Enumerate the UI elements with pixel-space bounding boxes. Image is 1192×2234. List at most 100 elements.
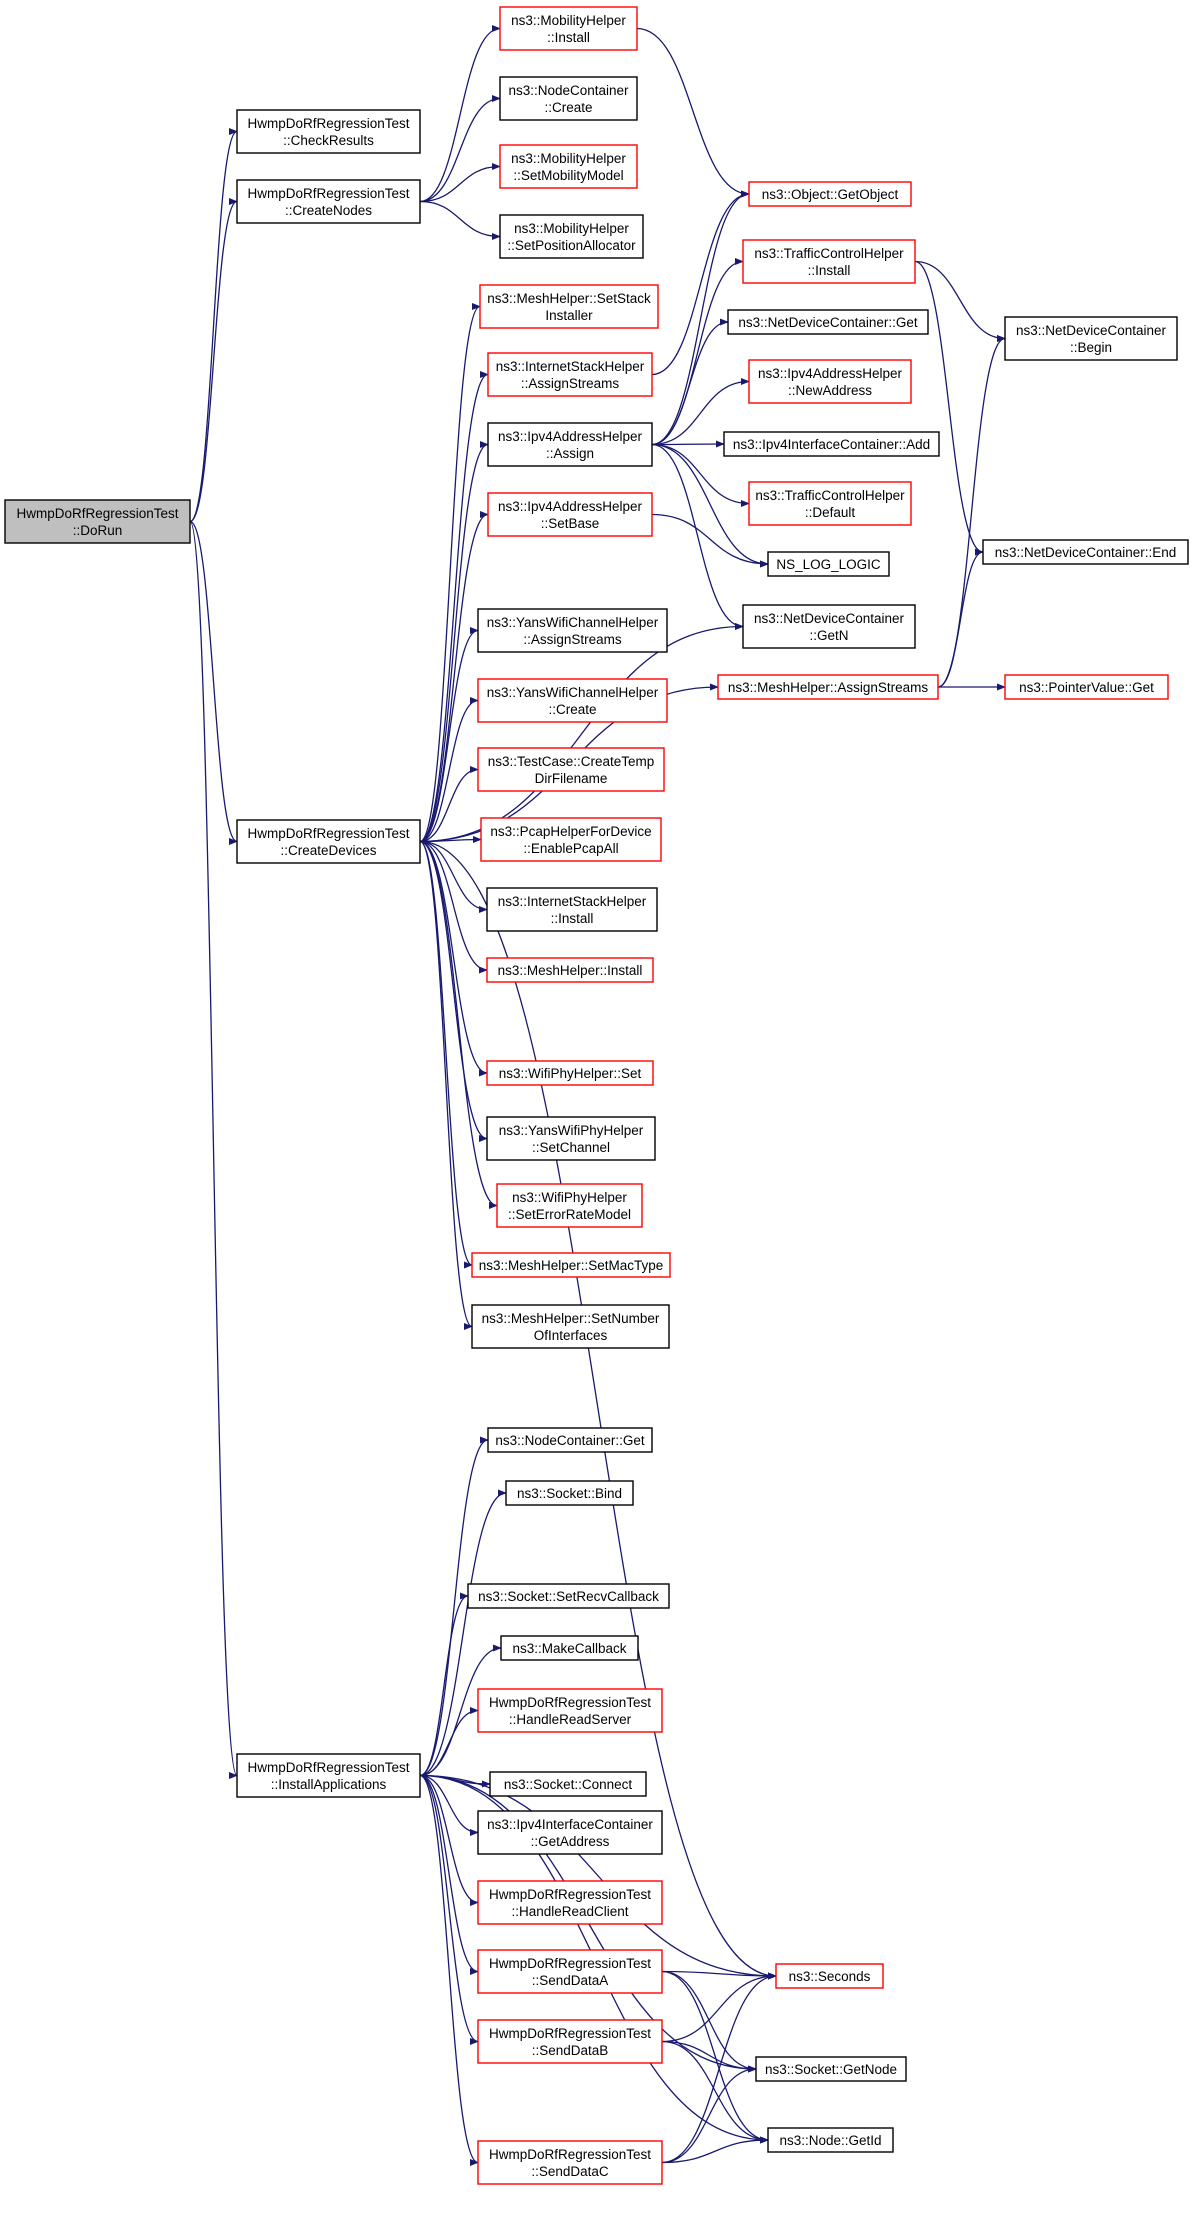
node-nodeGetId[interactable]: ns3::Node::GetId	[767, 2127, 894, 2153]
node-label: ns3::Seconds	[789, 1969, 871, 1984]
node-pcapEnable[interactable]: ns3::PcapHelperForDevice::EnablePcapAll	[480, 817, 662, 862]
node-ipv4NewAddr[interactable]: ns3::Ipv4AddressHelper::NewAddress	[748, 359, 912, 404]
node-sockSetRecv[interactable]: ns3::Socket::SetRecvCallback	[467, 1583, 670, 1609]
node-label: ns3::TrafficControlHelper	[755, 488, 905, 503]
node-label: ns3::Node::GetId	[779, 2133, 881, 2148]
node-label: ::Install	[551, 911, 594, 926]
node-box	[487, 422, 653, 467]
node-ndcGet[interactable]: ns3::NetDeviceContainer::Get	[727, 309, 929, 335]
node-sendDataA[interactable]: HwmpDoRfRegressionTest::SendDataA	[477, 1949, 663, 1994]
node-sockConnect[interactable]: ns3::Socket::Connect	[489, 1771, 647, 1797]
node-ndcGetN[interactable]: ns3::NetDeviceContainer::GetN	[742, 604, 916, 649]
node-box	[1004, 316, 1178, 361]
node-ipv4SetBase[interactable]: ns3::Ipv4AddressHelper::SetBase	[487, 492, 653, 537]
node-label: ns3::Ipv4AddressHelper	[758, 366, 903, 381]
edge-sendDataA-to-nodeGetId	[661, 1970, 769, 2144]
node-objGetObject[interactable]: ns3::Object::GetObject	[748, 181, 912, 207]
node-wifiPhySetErr[interactable]: ns3::WifiPhyHelper::SetErrorRateModel	[496, 1183, 643, 1228]
node-label: HwmpDoRfRegressionTest	[16, 506, 178, 521]
node-box	[489, 1771, 647, 1797]
node-box	[767, 551, 890, 577]
node-createDevices[interactable]: HwmpDoRfRegressionTest::CreateDevices	[236, 819, 421, 864]
edge-ipv4SetBase-to-nsLogLogic	[651, 513, 769, 568]
node-label: ns3::MeshHelper::Install	[498, 963, 643, 978]
node-makeCallback[interactable]: ns3::MakeCallback	[500, 1635, 639, 1661]
node-label: HwmpDoRfRegressionTest	[489, 1695, 651, 1710]
node-meshInstall[interactable]: ns3::MeshHelper::Install	[486, 957, 654, 983]
node-mobSetModel[interactable]: ns3::MobilityHelper::SetMobilityModel	[499, 144, 638, 189]
node-label: HwmpDoRfRegressionTest	[489, 2026, 651, 2041]
node-box	[480, 817, 662, 862]
node-installApps[interactable]: HwmpDoRfRegressionTest::InstallApplicati…	[236, 1753, 421, 1798]
node-ndcBegin[interactable]: ns3::NetDeviceContainer::Begin	[1004, 316, 1178, 361]
node-box	[487, 492, 653, 537]
node-label: ::AssignStreams	[523, 632, 622, 647]
node-mobInstall[interactable]: ns3::MobilityHelper::Install	[499, 6, 638, 51]
node-label: ns3::WifiPhyHelper	[512, 1190, 627, 1205]
node-mobSetPos[interactable]: ns3::MobilityHelper::SetPositionAllocato…	[499, 214, 644, 259]
node-box	[500, 1635, 639, 1661]
node-ipv4icGetAddr[interactable]: ns3::Ipv4InterfaceContainer::GetAddress	[477, 1810, 663, 1855]
node-label: ns3::YansWifiChannelHelper	[487, 615, 659, 630]
node-sendDataC[interactable]: HwmpDoRfRegressionTest::SendDataC	[477, 2140, 663, 2185]
node-tchInstall[interactable]: ns3::TrafficControlHelper::Install	[742, 239, 916, 284]
node-label: ns3::NodeContainer	[508, 83, 629, 98]
node-label: ns3::Socket::GetNode	[765, 2062, 897, 2077]
node-label: ns3::WifiPhyHelper::Set	[499, 1066, 642, 1081]
node-ndcEnd[interactable]: ns3::NetDeviceContainer::End	[982, 539, 1189, 565]
node-box	[742, 604, 916, 649]
node-sockBind[interactable]: ns3::Socket::Bind	[505, 1480, 634, 1506]
edge-ipv4Assign-to-ipv4icAdd	[651, 440, 725, 448]
edge-sendDataB-to-seconds	[661, 1972, 777, 2043]
node-ywchCreate[interactable]: ns3::YansWifiChannelHelper::Create	[477, 678, 668, 723]
node-pvGet[interactable]: ns3::PointerValue::Get	[1004, 674, 1169, 700]
edge-installApps-to-handleReadServer	[419, 1706, 479, 1777]
node-seconds[interactable]: ns3::Seconds	[775, 1963, 884, 1989]
edge-createDevices-to-tcCreateTemp	[419, 765, 479, 843]
node-ncCreate[interactable]: ns3::NodeContainer::Create	[499, 76, 638, 121]
node-box	[486, 1116, 656, 1161]
node-nsLogLogic[interactable]: NS_LOG_LOGIC	[767, 551, 890, 577]
edge-createDevices-to-ipv4Assign	[419, 440, 489, 843]
node-ncGet[interactable]: ns3::NodeContainer::Get	[487, 1427, 653, 1453]
edge-installApps-to-sendDataC	[419, 1774, 479, 2166]
node-tchDefault[interactable]: ns3::TrafficControlHelper::Default	[748, 481, 912, 526]
edge-doRun-to-checkResults	[189, 128, 238, 523]
node-ishAssignStreams[interactable]: ns3::InternetStackHelper::AssignStreams	[487, 352, 653, 397]
node-ywchAssignStreams[interactable]: ns3::YansWifiChannelHelper::AssignStream…	[477, 608, 668, 653]
node-ywphySetChannel[interactable]: ns3::YansWifiPhyHelper::SetChannel	[486, 1116, 656, 1161]
node-createNodes[interactable]: HwmpDoRfRegressionTest::CreateNodes	[236, 179, 421, 224]
node-handleReadClient[interactable]: HwmpDoRfRegressionTest::HandleReadClient	[477, 1880, 663, 1925]
edge-doRun-to-createDevices	[189, 520, 238, 845]
node-wifiPhySet[interactable]: ns3::WifiPhyHelper::Set	[486, 1060, 654, 1086]
node-box	[767, 2127, 894, 2153]
edge-createDevices-to-meshSetNum	[419, 840, 473, 1330]
node-label: ::Default	[805, 505, 856, 520]
node-ipv4icAdd[interactable]: ns3::Ipv4InterfaceContainer::Add	[723, 431, 940, 457]
node-sendDataB[interactable]: HwmpDoRfRegressionTest::SendDataB	[477, 2019, 663, 2064]
node-label: ns3::MeshHelper::AssignStreams	[728, 680, 929, 695]
node-label: ns3::Ipv4AddressHelper	[498, 429, 643, 444]
node-checkResults[interactable]: HwmpDoRfRegressionTest::CheckResults	[236, 109, 421, 154]
node-box	[4, 499, 191, 544]
node-label: ::HandleReadServer	[509, 1712, 632, 1727]
edge-createNodes-to-mobInstall	[419, 24, 501, 203]
node-label: ns3::YansWifiPhyHelper	[499, 1123, 644, 1138]
node-sockGetNode[interactable]: ns3::Socket::GetNode	[755, 2056, 907, 2082]
node-meshAssignStreams[interactable]: ns3::MeshHelper::AssignStreams	[717, 674, 939, 700]
edge-meshAssignStreams-to-ndcEnd	[937, 548, 984, 688]
edge-createDevices-to-wifiPhySetErr	[419, 840, 498, 1210]
node-box	[477, 2140, 663, 2185]
node-doRun[interactable]: HwmpDoRfRegressionTest::DoRun	[4, 499, 191, 544]
node-meshSetMac[interactable]: ns3::MeshHelper::SetMacType	[471, 1252, 671, 1278]
node-handleReadServer[interactable]: HwmpDoRfRegressionTest::HandleReadServer	[477, 1688, 663, 1733]
edge-meshAssignStreams-to-ndcBegin	[937, 334, 1006, 688]
edge-mobInstall-to-objGetObject	[636, 27, 750, 198]
node-ishInstall[interactable]: ns3::InternetStackHelper::Install	[486, 887, 658, 932]
node-box	[471, 1304, 670, 1349]
node-ipv4Assign[interactable]: ns3::Ipv4AddressHelper::Assign	[487, 422, 653, 467]
